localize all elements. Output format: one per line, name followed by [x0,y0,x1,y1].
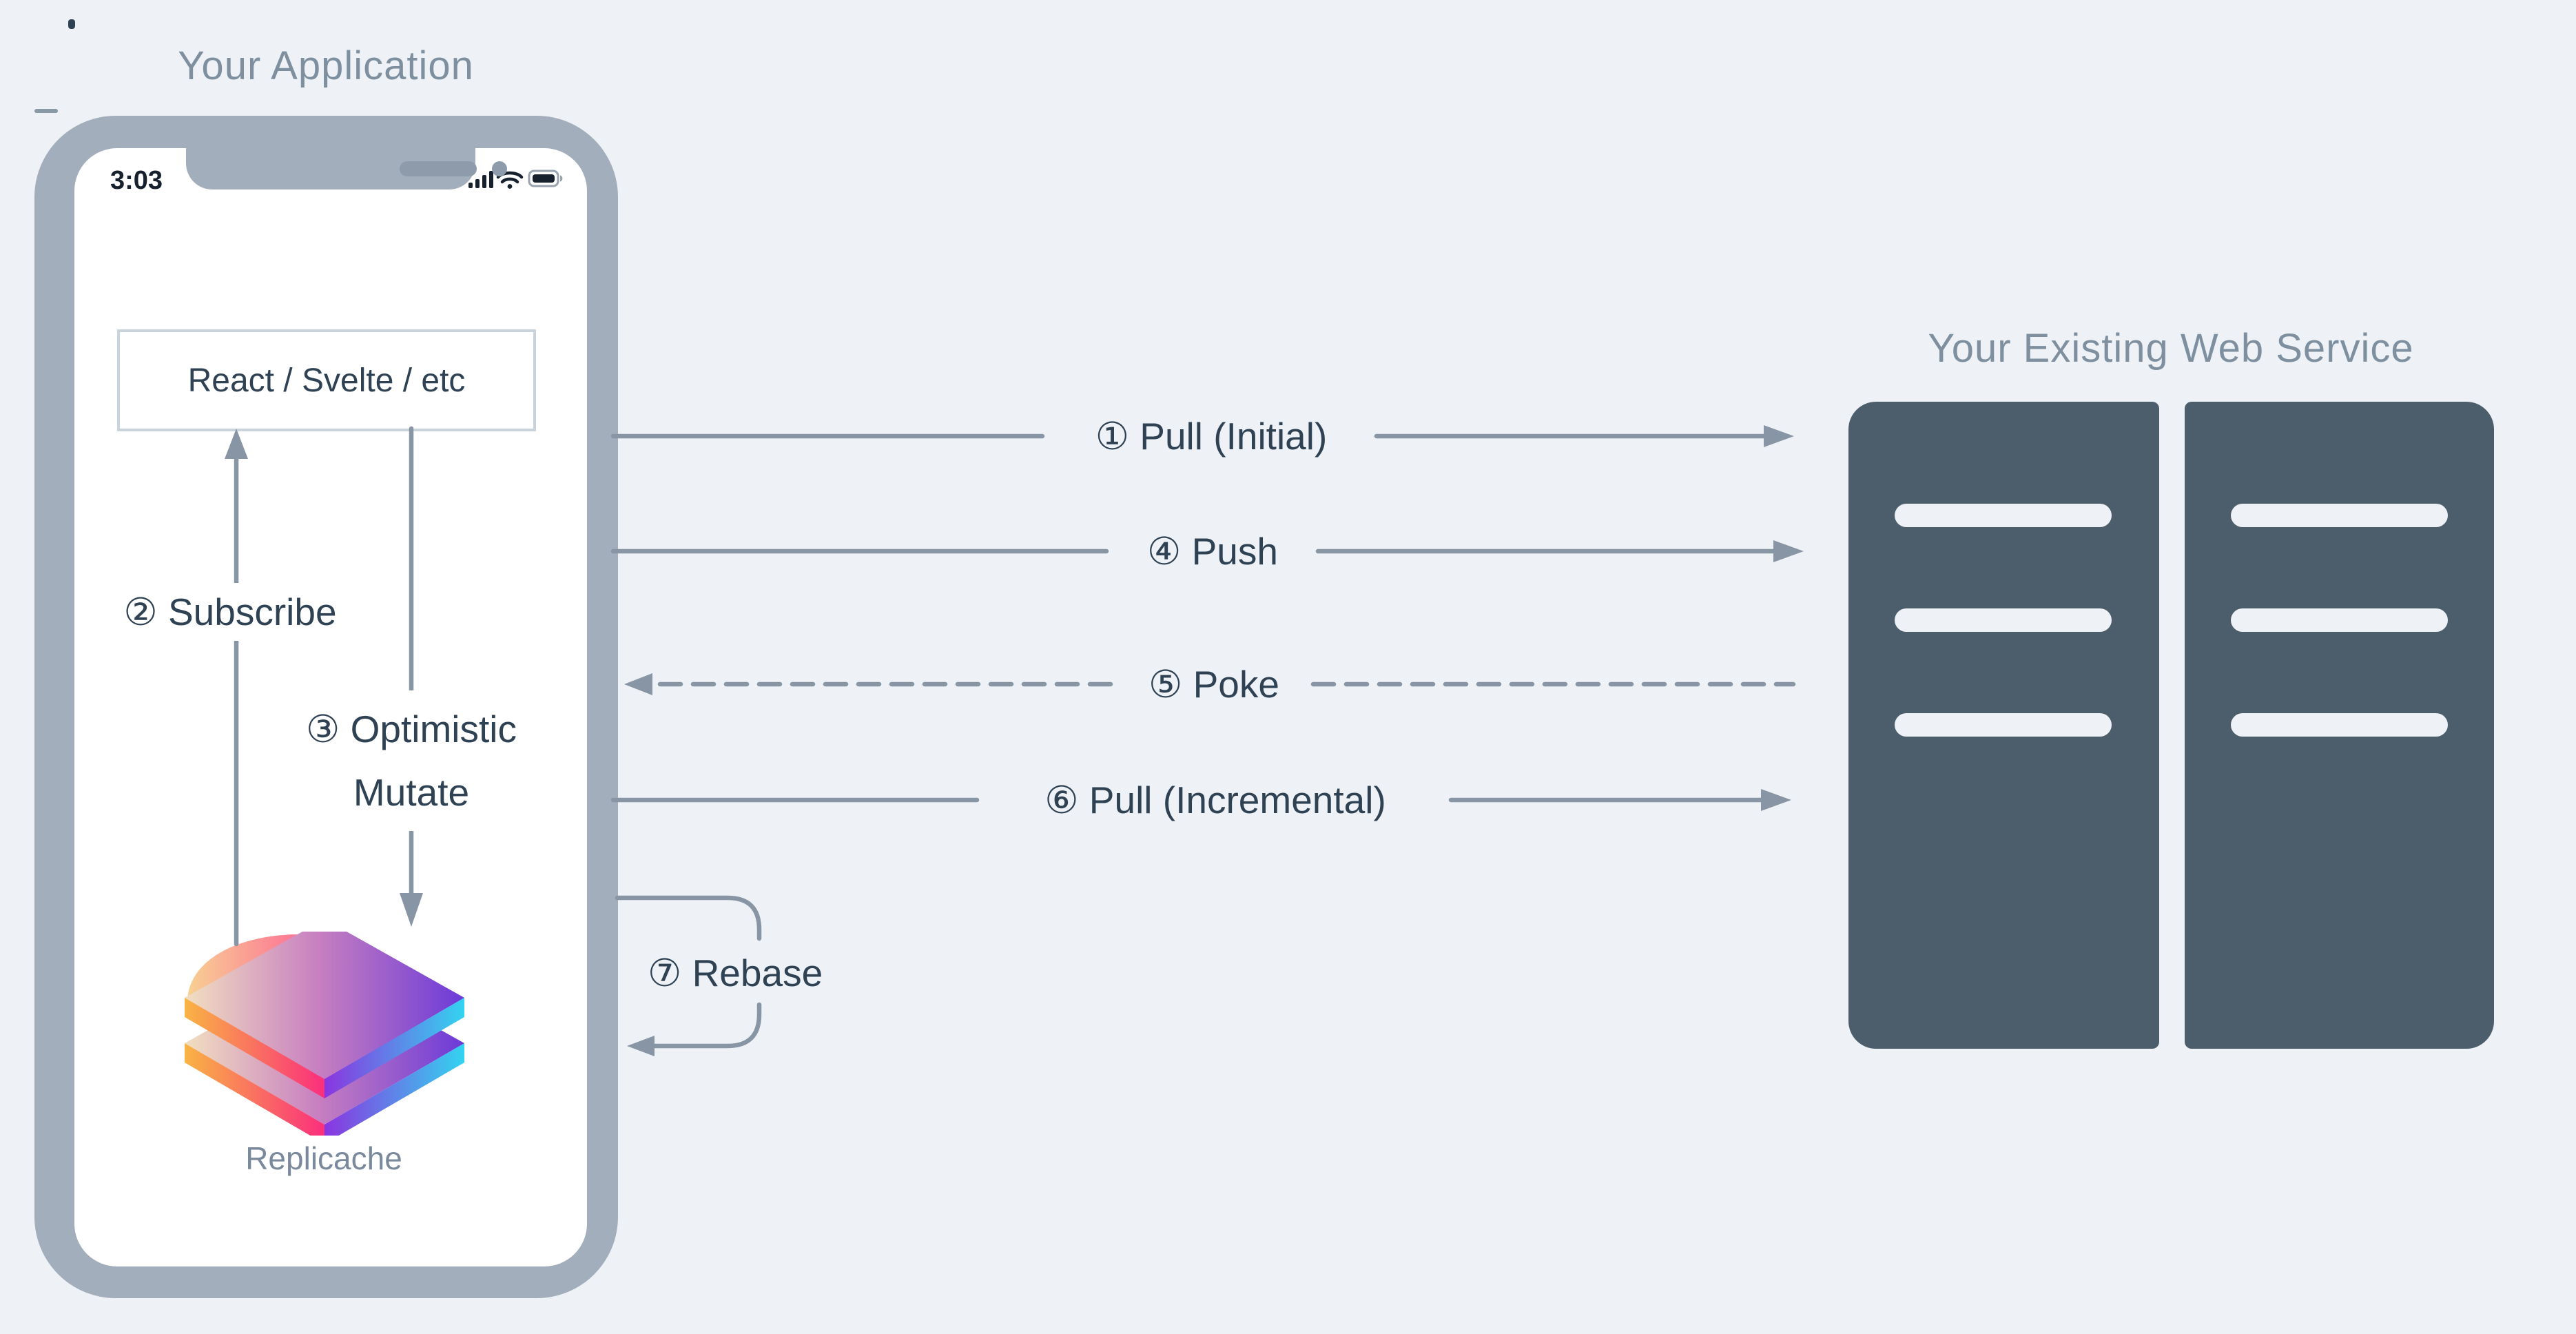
status-time: 3:03 [110,166,163,195]
stray-mark-dash [34,109,58,113]
phone-notch [186,148,507,189]
server-tower-left [1848,402,2159,1049]
replicache-logo [185,932,464,1136]
pull-initial-label: ① Pull (Initial) [1095,415,1328,458]
push-label: ④ Push [1147,530,1278,573]
status-icons [468,169,565,193]
server-tower-right [2185,402,2494,1049]
battery-icon [528,170,563,187]
stray-mark-top [68,19,75,29]
web-service-title: Your Existing Web Service [1928,326,2414,371]
subscribe-label: ② Subscribe [105,583,355,641]
rebase-label: ⑦ Rebase [648,952,823,994]
optimistic-label-line1: ③ Optimistic [306,708,517,750]
server-slot [1895,608,2112,632]
optimistic-label-line2: Mutate [353,771,470,814]
server-slot [2231,608,2448,632]
replicache-caption: Replicache [245,1140,402,1176]
framework-box: React / Svelte / etc [117,329,536,431]
camera-icon [492,161,507,176]
server-slot [1895,713,2112,737]
optimistic-mutate-label: ③ Optimistic Mutate [288,690,535,831]
speaker-icon [400,161,477,176]
signal-icon [468,171,493,188]
application-title: Your Application [178,43,474,88]
server-slot [2231,504,2448,527]
server-slot [2231,713,2448,737]
server-slot [1895,504,2112,527]
pull-incremental-label: ⑥ Pull (Incremental) [1044,779,1386,821]
poke-label: ⑤ Poke [1148,663,1279,706]
framework-box-label: React / Svelte / etc [187,362,466,399]
